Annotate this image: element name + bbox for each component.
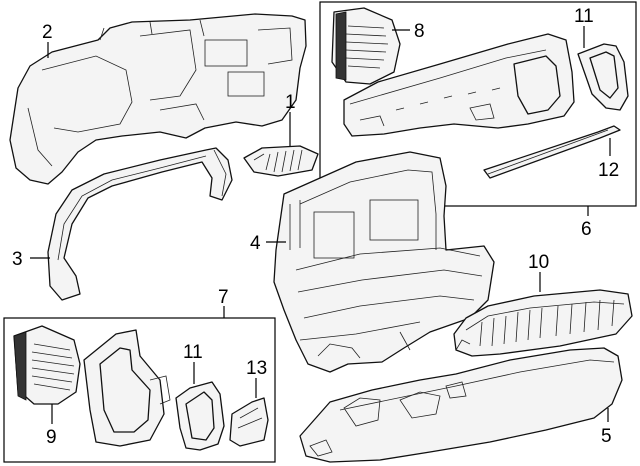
callout-12: 12 [598, 160, 619, 181]
group-7-frame [3, 317, 276, 463]
part-11-upper-bezel [577, 43, 629, 111]
part-8-air-vent [331, 7, 401, 85]
group-6-frame [319, 1, 637, 207]
leader-lines [30, 26, 611, 424]
part-11-lower-bezel [175, 381, 225, 451]
part-2-panel-carrier [9, 13, 307, 185]
part-4-center-structure [273, 151, 495, 373]
callout-3: 3 [12, 249, 23, 270]
callout-11-lower: 11 [183, 342, 203, 363]
part-3-cluster-bezel [47, 147, 233, 301]
part-10-vent-assembly [453, 289, 633, 357]
part-1-vent-grille [243, 145, 319, 177]
part-7-bezel [83, 329, 171, 447]
callout-5: 5 [601, 426, 612, 447]
part-13-cover [229, 397, 269, 447]
part-6-panel-trim [343, 33, 575, 137]
callout-13: 13 [246, 358, 267, 379]
callout-9: 9 [46, 427, 57, 448]
callout-2: 2 [42, 22, 53, 43]
callout-7: 7 [218, 287, 229, 308]
part-5-lower-trim [299, 347, 623, 463]
callout-1: 1 [285, 92, 296, 113]
callout-labels: 1 2 3 4 5 6 7 8 9 10 11 11 12 13 [12, 6, 619, 448]
callout-6: 6 [581, 219, 592, 240]
callout-4: 4 [250, 233, 261, 254]
callout-10: 10 [528, 252, 549, 273]
callout-8: 8 [414, 21, 425, 42]
part-12-trim-strip [483, 125, 621, 179]
callout-11-upper: 11 [574, 6, 594, 27]
part-9-air-vent [13, 325, 81, 405]
